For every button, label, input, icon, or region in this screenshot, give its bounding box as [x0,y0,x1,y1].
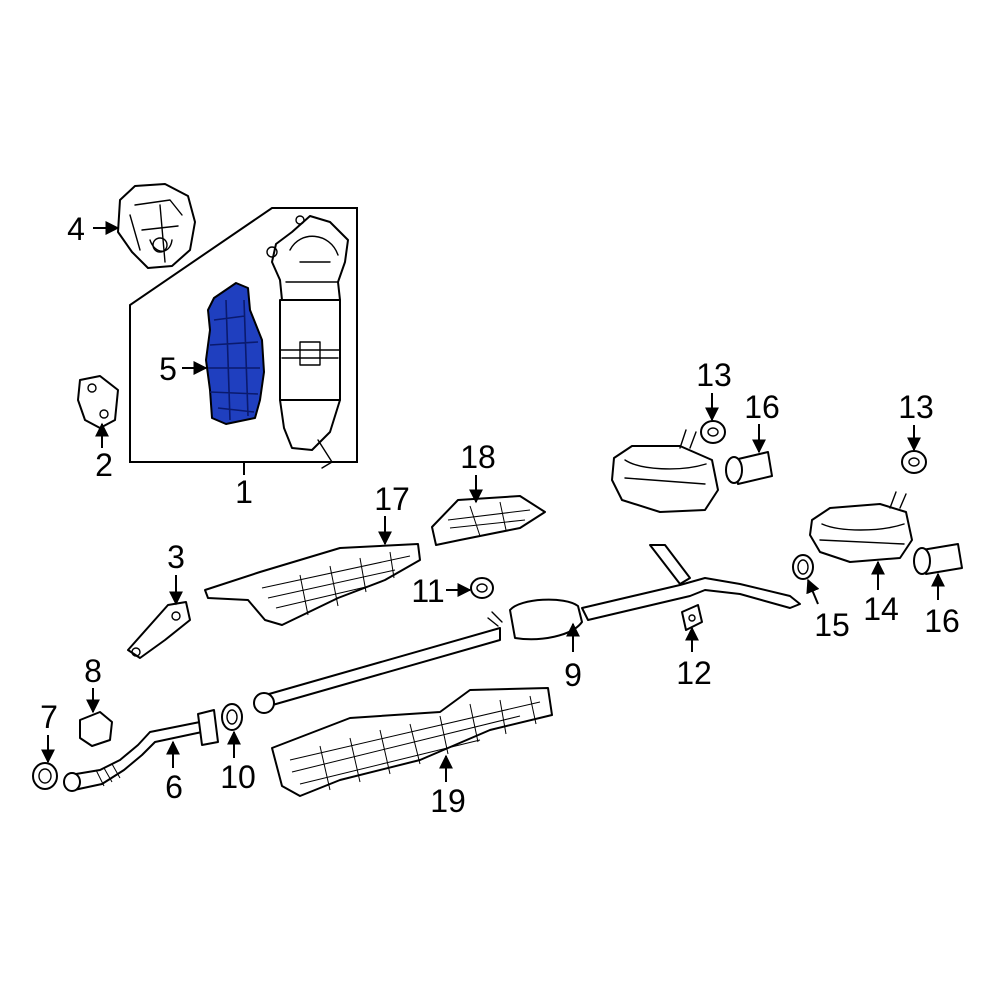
callout-4: 4 [67,211,85,247]
callout-12: 12 [676,655,712,691]
callout-9: 9 [564,657,582,693]
part-11-grommet[interactable] [470,577,494,599]
callout-18: 18 [460,439,496,475]
leader-15 [806,578,820,605]
callout-6: 6 [165,769,183,805]
callout-15: 15 [814,607,850,643]
callout-13b: 13 [898,389,934,425]
callout-1: 1 [235,474,253,510]
part-16-exhaust-tip-b[interactable] [913,543,963,575]
callout-10: 10 [220,759,256,795]
part-13-grommet-a[interactable] [700,420,726,444]
part-7-gasket[interactable] [32,762,58,790]
callout-17: 17 [374,481,410,517]
part-4-engine-bracket[interactable] [117,183,196,269]
callout-11: 11 [411,573,444,609]
part-14-muffler[interactable] [809,491,913,563]
part-19-heat-shield[interactable] [271,687,553,797]
callout-16a: 16 [744,389,780,425]
callout-16b: 16 [924,603,960,639]
part-13-grommet-b[interactable] [901,450,927,474]
part-18-heat-shield[interactable] [431,495,546,546]
callout-14: 14 [863,591,899,627]
part-10-gasket[interactable] [221,703,243,731]
part-3-bracket[interactable] [127,601,191,659]
left-muffler[interactable] [611,429,719,513]
part-15-gasket[interactable] [792,554,814,580]
part-9-center-pipe-resonator[interactable] [253,544,801,714]
part-17-heat-shield[interactable] [204,543,421,626]
part-6-front-pipe[interactable] [63,709,219,792]
part-2-bracket[interactable] [77,375,119,429]
callout-2: 2 [95,447,113,483]
callout-labels: 1 2 3 4 5 6 7 8 9 10 11 12 13 13 14 15 1… [40,211,960,819]
part-12-hanger[interactable] [681,604,703,631]
leader-lines [41,221,945,782]
callout-8: 8 [84,653,102,689]
callout-7: 7 [40,699,58,735]
part-8-hanger[interactable] [79,711,113,747]
callout-13a: 13 [696,357,732,393]
part-1-catalytic-converter[interactable] [266,215,349,469]
callout-5: 5 [159,351,177,387]
callout-19: 19 [430,783,466,819]
callout-3: 3 [167,539,185,575]
part-16-exhaust-tip-a[interactable] [725,451,773,485]
catalytic-converter-assembly-box [129,207,358,463]
part-5-heat-shield[interactable] [205,282,265,425]
